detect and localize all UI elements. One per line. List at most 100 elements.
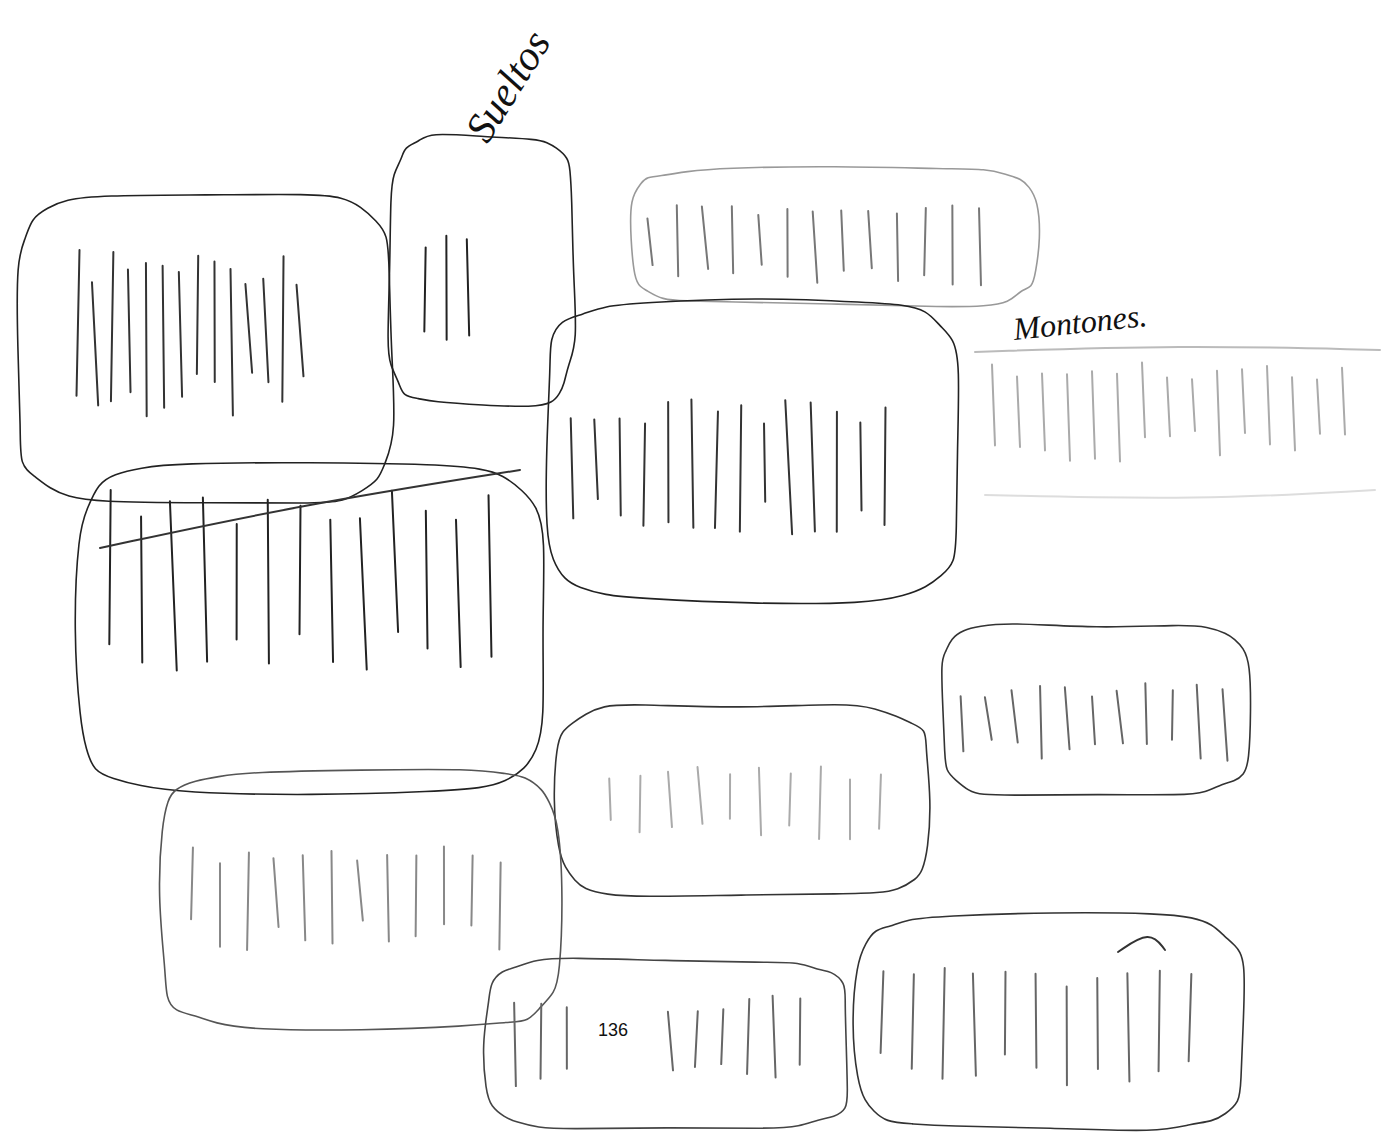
tally-mark (1217, 371, 1220, 456)
tally-mark (786, 209, 788, 277)
tally-mark (191, 847, 193, 919)
tally-mark (985, 490, 1375, 498)
tally-mark (789, 773, 791, 825)
tally-mark (1317, 379, 1320, 433)
tally-mark (785, 400, 792, 534)
tally-mark (303, 855, 306, 940)
tally-mark (1171, 690, 1174, 739)
tally-mark (698, 767, 703, 824)
tally-mark (729, 774, 731, 819)
tally-mark (1142, 363, 1145, 438)
tally-mark (330, 520, 333, 662)
tally-mark (445, 236, 447, 340)
tally-mark (245, 284, 252, 373)
tally-mark (1159, 971, 1160, 1072)
tally-mark (92, 282, 98, 405)
tally-mark (1117, 691, 1123, 743)
tally-mark (230, 269, 232, 416)
tally-mark (415, 855, 418, 936)
tally-mark (331, 851, 332, 943)
tally-mark (1267, 366, 1270, 444)
tally-mark (1189, 974, 1192, 1061)
tally-mark (100, 470, 520, 548)
tally-mark (643, 423, 645, 525)
tally-mark (203, 498, 207, 662)
tally-mark (879, 774, 881, 828)
tally-mark (759, 768, 761, 836)
tally-mark (128, 270, 131, 393)
handwritten-note: Montones. (1012, 299, 1149, 345)
tally-mark (263, 279, 268, 382)
tally-mark (456, 520, 461, 667)
tally-mark (1342, 368, 1345, 435)
tally-mark (1117, 374, 1120, 462)
tally-mark (1004, 972, 1007, 1055)
tally-mark (109, 490, 110, 644)
tally-mark (443, 847, 445, 925)
tally-mark (747, 999, 749, 1074)
tally-mark (282, 256, 283, 402)
tally-mark (387, 855, 389, 941)
handwritten-note: Sueltos (458, 23, 558, 148)
tally-mark (860, 422, 861, 510)
tally-mark (297, 285, 304, 377)
tally-mark (1035, 974, 1038, 1068)
tally-mark (668, 772, 672, 827)
tally-mark (540, 1004, 543, 1079)
tally-outline (17, 194, 394, 503)
tally-mark (236, 524, 238, 640)
tally-mark (467, 239, 469, 335)
tally-mark (813, 211, 818, 282)
tally-mark (668, 1012, 673, 1071)
tally-mark (111, 252, 113, 401)
tally-mark (424, 247, 425, 331)
tally-mark (667, 402, 669, 522)
tally-mark (639, 776, 642, 832)
tally-mark (951, 205, 953, 284)
tally-mark (197, 256, 198, 374)
tally-mark (764, 424, 765, 502)
tally-mark (499, 863, 500, 950)
tally-outline (942, 624, 1251, 795)
tally-mark (942, 968, 944, 1079)
tally-mark (691, 400, 693, 528)
tally-mark (715, 411, 718, 528)
tally-mark (1096, 978, 1099, 1069)
tally-mark (924, 208, 926, 275)
tally-mark (213, 262, 215, 382)
tally-mark (1197, 685, 1201, 759)
tally-mark (985, 697, 992, 740)
tally-mark (836, 412, 838, 532)
tally-mark (170, 501, 177, 670)
tally-mark (811, 403, 815, 532)
tally-mark (219, 863, 221, 946)
tally-outline (388, 134, 575, 406)
tally-mark (1292, 377, 1295, 450)
tally-mark (392, 491, 398, 632)
tally-mark (471, 855, 472, 925)
tally-mark (973, 974, 976, 1076)
tally-mark (740, 405, 741, 531)
tally-mark (609, 779, 611, 820)
tally-mark (897, 213, 898, 281)
tally-mark (514, 1003, 516, 1086)
tally-mark (1092, 697, 1095, 745)
tally-mark (884, 407, 887, 525)
tally-mark (145, 263, 148, 416)
tally-mark (247, 853, 249, 950)
tally-mark (426, 511, 428, 649)
tally-mark (912, 974, 914, 1068)
tally-mark (1040, 686, 1042, 759)
tally-outline (75, 463, 544, 795)
tally-mark (1127, 973, 1129, 1081)
tally-mark (881, 971, 884, 1053)
tally-mark (695, 1011, 698, 1067)
tally-mark (360, 518, 367, 669)
tally-mark (489, 495, 492, 657)
tally-mark (1017, 377, 1020, 447)
tally-mark (620, 419, 621, 516)
tally-outline (853, 913, 1244, 1131)
tally-mark (961, 696, 964, 751)
tally-mark (647, 218, 652, 265)
tally-mark (758, 215, 761, 265)
